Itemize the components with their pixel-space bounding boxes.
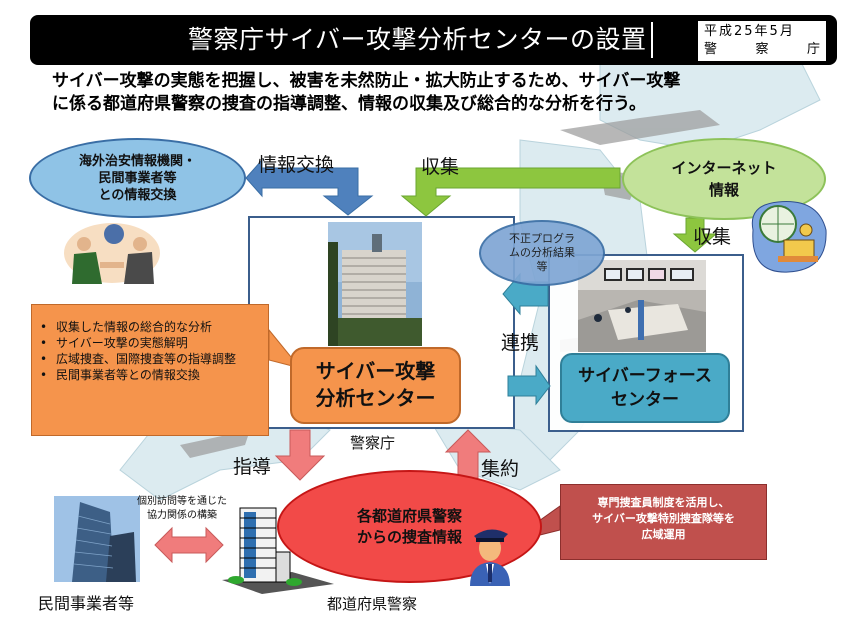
exchange-arrow — [245, 158, 374, 216]
malware-analysis-oval: 不正プログラ ムの分析結果 等 — [479, 220, 605, 286]
date-issuer-box: 平成25年5月 警 察 庁 — [698, 21, 826, 61]
cyber-force-room-photo — [578, 260, 706, 352]
functions-list: 収集した情報の総合的な分析 サイバー攻撃の実態解明 広域捜査、国際捜査等の指導調… — [31, 304, 269, 436]
issuer-text: 警 察 庁 — [704, 41, 820, 59]
oval-text-line: 不正プログラ — [509, 232, 575, 245]
oval-text-line: との情報交換 — [98, 187, 177, 203]
summary-text: サイバー攻撃の実態を把握し、被害を未然防止・拡大防止するため、サイバー攻撃 に係… — [52, 70, 842, 116]
aggregation-arrow — [444, 429, 492, 479]
private-business-label: 民間事業者等 — [38, 594, 135, 613]
prefectural-police-label: 都道府県警察 — [327, 595, 418, 613]
handshake-businessmen-icon — [64, 223, 160, 284]
npa-building-photo — [328, 222, 422, 346]
private-business-building-photo — [54, 496, 140, 582]
box-text-line: センター — [611, 390, 679, 410]
cooperation-label: 連携 — [501, 332, 540, 354]
collect-label-internet: 収集 — [693, 226, 732, 248]
box-text-line: 分析センター — [315, 386, 436, 410]
function-item: サイバー攻撃の実態解明 — [40, 335, 262, 351]
cyber-force-center-box: サイバーフォース センター — [560, 353, 730, 423]
box-text-line: サイバー攻撃 — [315, 359, 436, 383]
issuer-char: 察 — [755, 42, 769, 57]
cooperation-double-arrow — [154, 526, 224, 564]
issuer-char: 庁 — [806, 42, 820, 57]
guidance-label: 指導 — [233, 456, 272, 478]
exchange-label: 情報交換 — [258, 154, 335, 176]
coop-building-label: 個別訪問等を通じた 協力関係の構築 — [137, 495, 227, 523]
summary-line: に係る都道府県警察の捜査の指導調整、情報の収集及び総合的な分析を行う。 — [52, 94, 646, 114]
collect-arrow-internet — [672, 217, 718, 253]
box-text-line: サイバーフォース — [578, 366, 712, 386]
prefectural-police-building-icon — [222, 507, 334, 594]
function-item: 広域捜査、国際捜査等の指導調整 — [40, 351, 262, 367]
callout-text-line: 専門捜査員制度を活用し、 — [597, 496, 730, 509]
guidance-arrow — [274, 429, 326, 481]
coop-line: 協力関係の構築 — [147, 510, 217, 521]
globe-computer-user-icon — [751, 201, 827, 273]
collect-label-main: 収集 — [421, 156, 460, 178]
oval-text-line: 情報 — [708, 181, 739, 199]
page-title: 警察庁サイバー攻撃分析センターの設置 — [188, 22, 653, 58]
aggregation-label: 集約 — [481, 458, 520, 480]
oval-text-line: からの捜査情報 — [356, 527, 462, 546]
date-text: 平成25年5月 — [704, 24, 795, 39]
issuer-char: 警 — [704, 42, 718, 57]
collect-arrow-main — [400, 167, 621, 217]
summary-line: サイバー攻撃の実態を把握し、被害を未然防止・拡大防止するため、サイバー攻撃 — [52, 71, 681, 91]
npa-label: 警察庁 — [350, 434, 396, 452]
cooperation-arrow-right — [507, 364, 551, 406]
oval-text-line: 各都道府県警察 — [356, 506, 462, 525]
foreign-agencies-oval: 海外治安情報機関・ 民間事業者等 との情報交換 — [29, 138, 246, 218]
callout-text-line: 広域運用 — [641, 528, 686, 541]
police-officer-icon — [470, 529, 510, 586]
oval-text-line: ムの分析結果 — [509, 246, 575, 259]
coop-line: 個別訪問等を通じた — [137, 496, 227, 507]
oval-text-line: 海外治安情報機関・ — [78, 153, 196, 169]
callout-text-line: サイバー攻撃特別捜査隊等を — [592, 512, 735, 525]
oval-text-line: 民間事業者等 — [98, 170, 177, 186]
cyber-attack-analysis-center-box: サイバー攻撃 分析センター — [290, 347, 461, 424]
oval-text-line: インターネット — [671, 159, 777, 177]
oval-text-line: 等 — [536, 260, 548, 273]
special-unit-callout: 専門捜査員制度を活用し、 サイバー攻撃特別捜査隊等を 広域運用 — [560, 484, 767, 560]
function-item: 民間事業者等との情報交換 — [40, 367, 262, 383]
function-item: 収集した情報の総合的な分析 — [40, 319, 262, 335]
internet-info-oval: インターネット 情報 — [622, 138, 826, 220]
